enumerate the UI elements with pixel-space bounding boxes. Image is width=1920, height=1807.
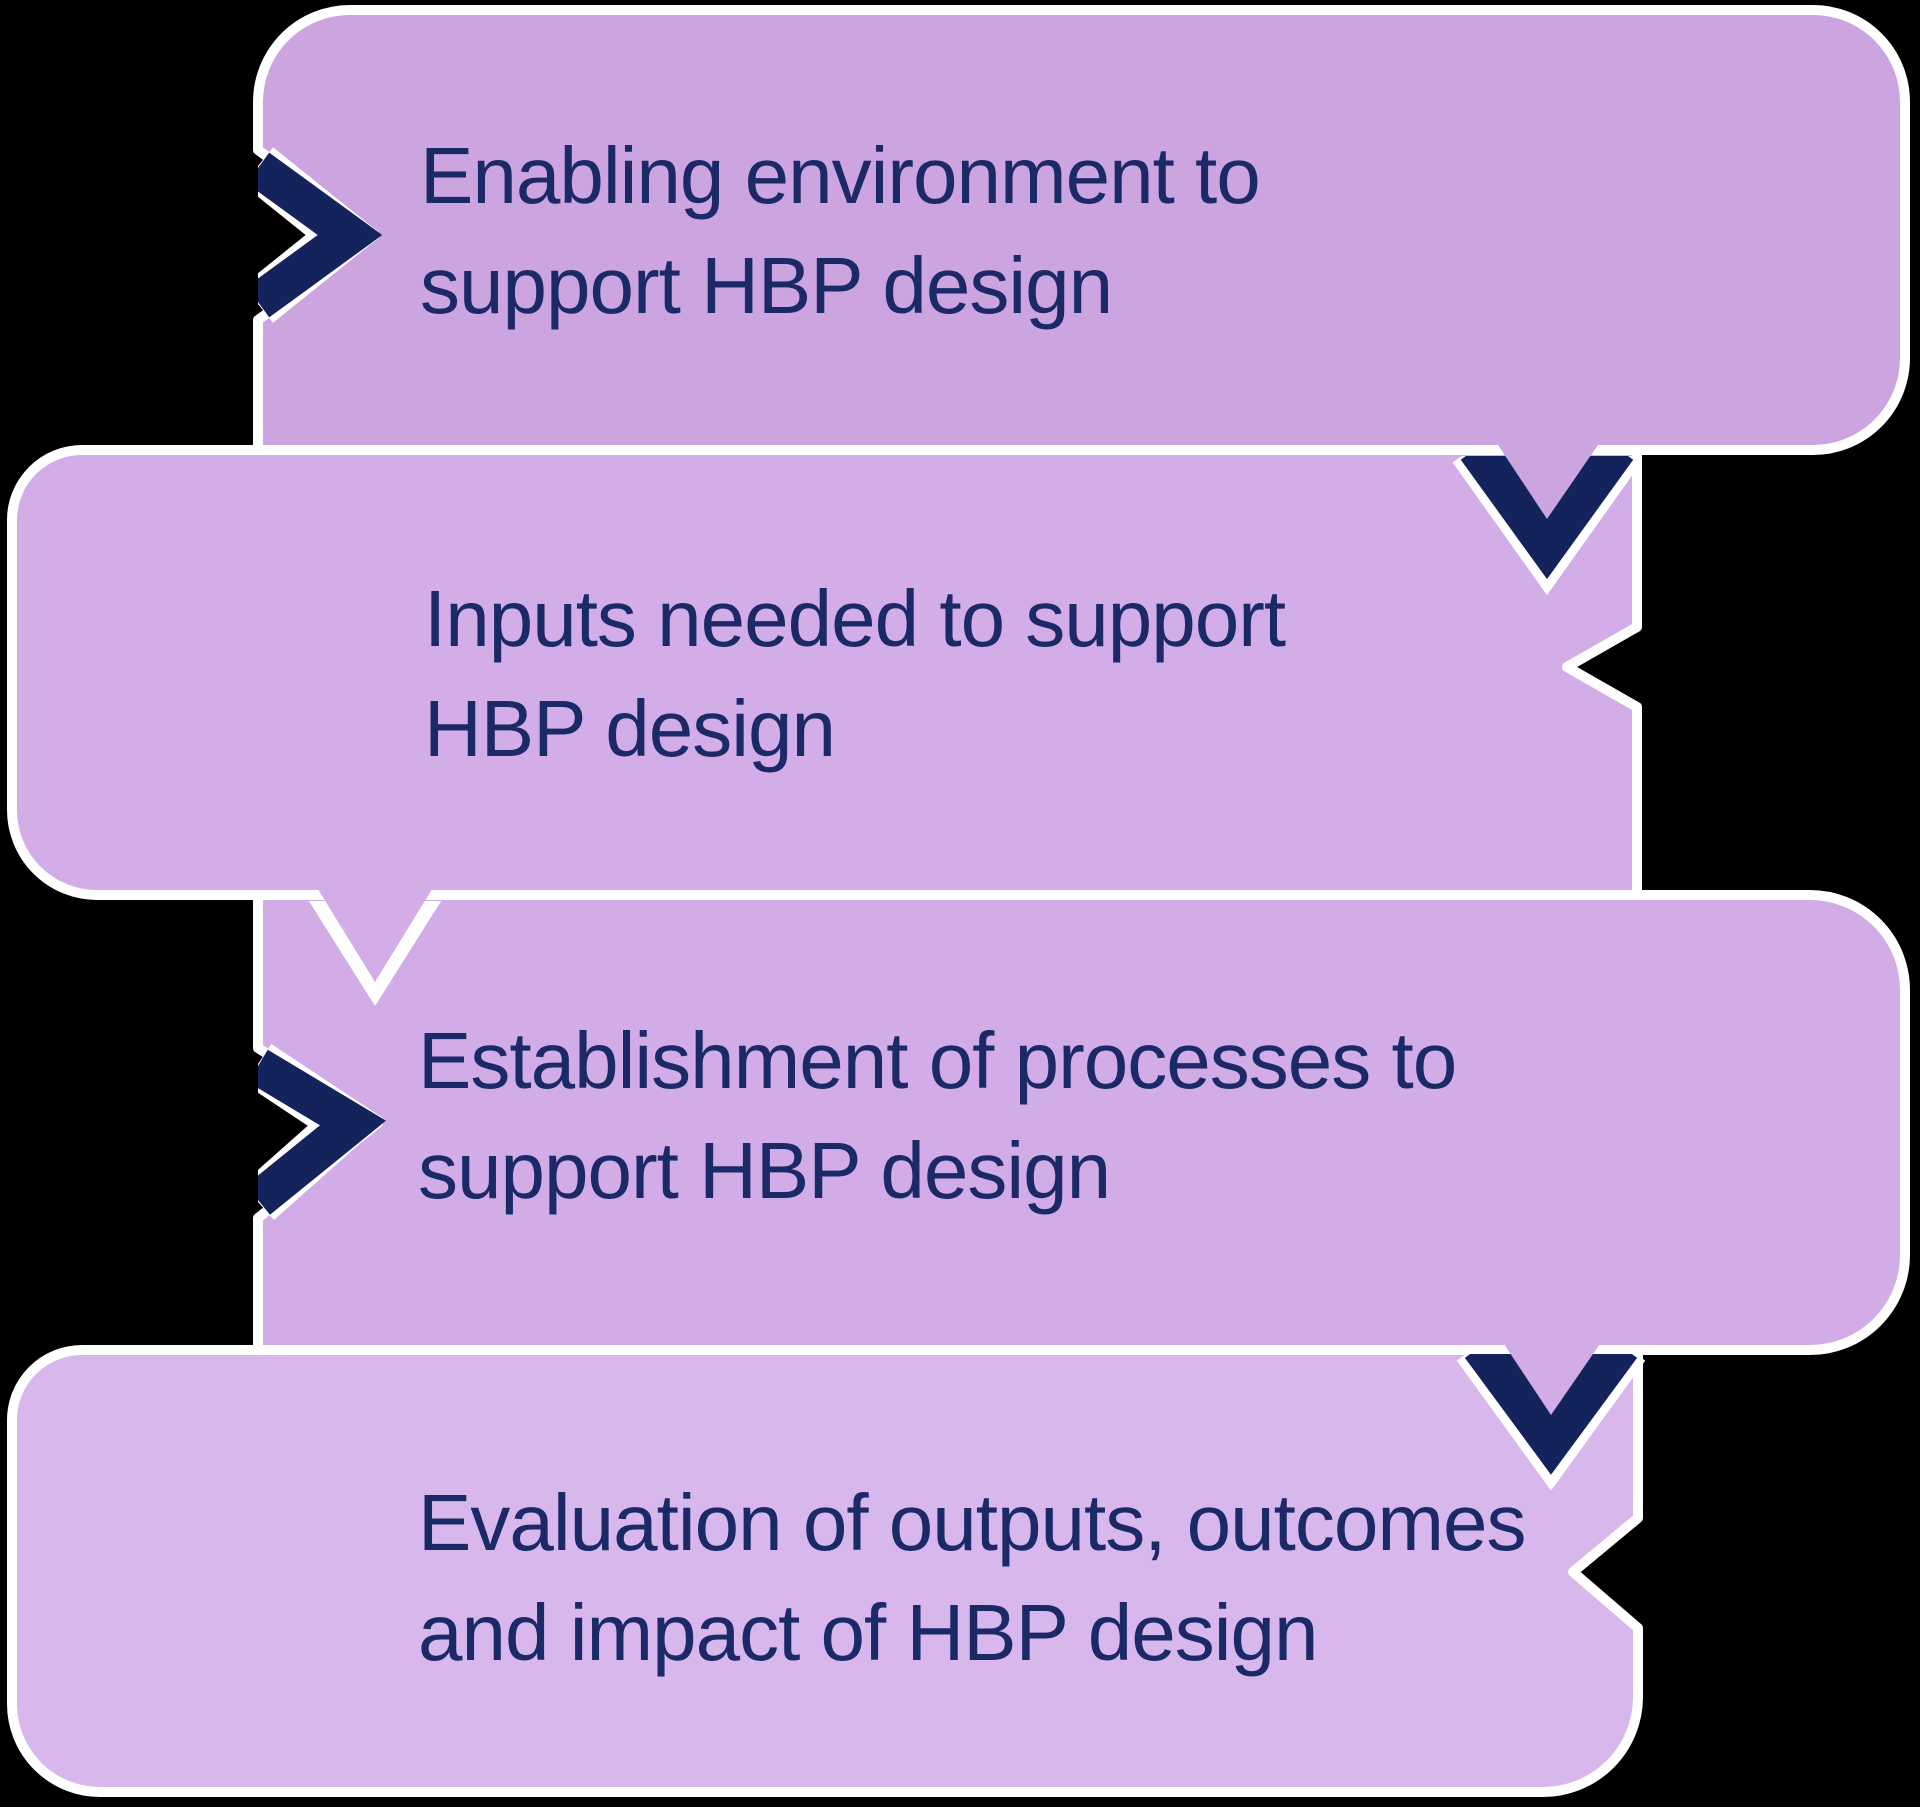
step-1-label-line1: Enabling environment to	[420, 131, 1261, 220]
step-3-label-line1: Establishment of processes to	[418, 1016, 1457, 1105]
down-tail-step2-to-step3	[308, 901, 442, 1007]
step-4-label-line2: and impact of HBP design	[418, 1588, 1319, 1677]
step-1-box	[253, 5, 1910, 455]
step-4-label: Evaluation of outputs, outcomes and impa…	[418, 1468, 1526, 1688]
right-chevron-icon-step3	[258, 1043, 387, 1220]
step-2-label: Inputs needed to support HBP design	[424, 564, 1286, 784]
connector-notch-step3	[1500, 1338, 1604, 1415]
step-1-label: Enabling environment to support HBP desi…	[420, 121, 1261, 341]
step-4-label-line1: Evaluation of outputs, outcomes	[418, 1478, 1526, 1567]
step-3-box	[253, 890, 1910, 1355]
step-3-label-line2: support HBP design	[418, 1126, 1111, 1215]
step-4-box	[7, 1345, 1643, 1797]
down-chevron-icon-step1-to-step2	[1452, 456, 1642, 596]
connector-notch-step1	[1496, 442, 1600, 519]
step-2-label-line1: Inputs needed to support	[424, 574, 1286, 663]
step-1-label-line2: support HBP design	[420, 241, 1113, 330]
connector-tail-step2	[316, 886, 434, 982]
down-chevron-icon-step3-to-step4	[1456, 1354, 1646, 1491]
step-3-label: Establishment of processes to support HB…	[418, 1006, 1457, 1226]
right-chevron-icon-step1	[258, 147, 383, 323]
step-2-label-line2: HBP design	[424, 684, 836, 773]
step-2-box	[7, 445, 1642, 900]
